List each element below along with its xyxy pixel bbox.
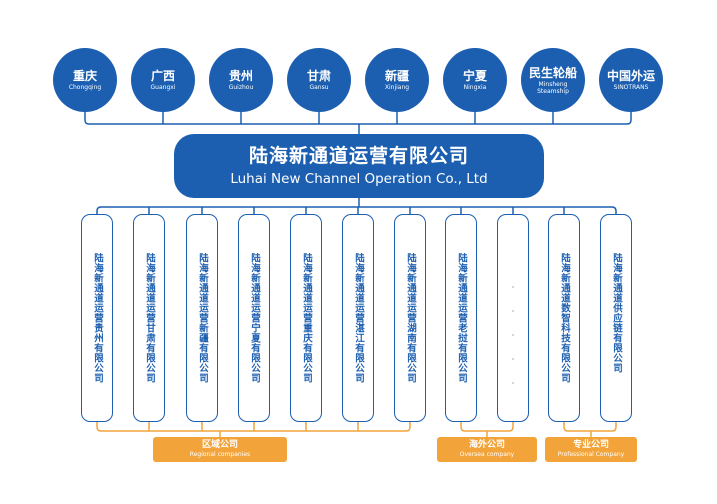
- ellipsis-dots: · · · · ·: [508, 283, 518, 391]
- subsidiary-name: 陆海新通道运营湛江有限公司: [353, 253, 364, 383]
- shareholder-name-zh: 贵州: [228, 69, 253, 83]
- subsidiary-supply-chain: 陆海新通道供应链有限公司: [600, 214, 632, 422]
- subsidiary-name: 陆海新通道数智科技有限公司: [559, 253, 570, 383]
- subsidiary-laos: 陆海新通道运营老挝有限公司: [445, 214, 477, 422]
- shareholder-name-zh: 甘肃: [306, 69, 331, 83]
- subsidiary-top-bracket: [96, 206, 617, 214]
- shareholder-name-en: Chongqing: [68, 84, 102, 91]
- shareholder-chongqing: 重庆 Chongqing: [53, 48, 117, 112]
- subsidiary-chongqing: 陆海新通道运营重庆有限公司: [290, 214, 322, 422]
- shareholder-xinjiang: 新疆 Xinjiang: [365, 48, 429, 112]
- subsidiary-hunan: 陆海新通道运营湖南有限公司: [394, 214, 426, 422]
- shareholder-minsheng-steamship: 民生轮船 Minsheng Steamship: [521, 48, 585, 112]
- shareholder-ningxia: 宁夏 Ningxia: [443, 48, 507, 112]
- company-name-zh: 陆海新通道运营有限公司: [248, 145, 469, 167]
- shareholder-gansu: 甘肃 Gansu: [287, 48, 351, 112]
- shareholder-name-zh: 重庆: [72, 69, 97, 83]
- category-tag-oversea: 海外公司 Oversea company: [437, 437, 537, 462]
- shareholder-name-zh: 新疆: [384, 69, 409, 83]
- shareholder-name-en: SINOTRANS: [613, 84, 649, 91]
- shareholder-name-zh: 中国外运: [606, 69, 655, 83]
- shareholder-bracket: [84, 112, 632, 125]
- subsidiary-name: 陆海新通道运营新疆有限公司: [197, 253, 208, 383]
- subsidiary-name: 陆海新通道运营老挝有限公司: [456, 253, 467, 383]
- category-label-zh: 海外公司: [468, 440, 505, 450]
- category-label-en: Oversea company: [459, 451, 515, 458]
- subsidiary-more-placeholder: · · · · ·: [497, 214, 529, 422]
- shareholder-name-zh: 民生轮船: [528, 65, 577, 80]
- shareholder-name-en: Gansu: [309, 84, 329, 91]
- shareholder-name-en: Ningxia: [463, 84, 487, 91]
- subsidiary-guizhou: 陆海新通道运营贵州有限公司: [81, 214, 113, 422]
- subsidiary-gansu: 陆海新通道运营甘肃有限公司: [133, 214, 165, 422]
- subsidiary-zhanjiang: 陆海新通道运营湛江有限公司: [342, 214, 374, 422]
- subsidiary-name: 陆海新通道运营湖南有限公司: [405, 253, 416, 383]
- company-name-en: Luhai New Channel Operation Co., Ltd: [230, 171, 488, 187]
- shareholder-guangxi: 广西 Guangxi: [131, 48, 195, 112]
- shareholder-sinotrans: 中国外运 SINOTRANS: [599, 48, 663, 112]
- parent-company: 陆海新通道运营有限公司 Luhai New Channel Operation …: [174, 134, 544, 198]
- category-tag-professional: 专业公司 Professional Company: [545, 437, 637, 462]
- oversea-bracket: [460, 422, 514, 432]
- shareholder-name-zh: 广西: [150, 69, 175, 83]
- category-label-zh: 区域公司: [201, 440, 238, 450]
- subsidiary-name: 陆海新通道运营甘肃有限公司: [144, 253, 155, 383]
- shareholder-name-en: Minsheng Steamship: [537, 80, 569, 95]
- shareholder-name-zh: 宁夏: [462, 69, 487, 83]
- category-label-zh: 专业公司: [572, 440, 609, 450]
- category-label-en: Professional Company: [557, 451, 625, 458]
- subsidiary-name: 陆海新通道运营重庆有限公司: [301, 253, 312, 383]
- category-label-en: Regional companies: [189, 451, 251, 458]
- subsidiary-digital-tech: 陆海新通道数智科技有限公司: [548, 214, 580, 422]
- subsidiary-ningxia: 陆海新通道运营宁夏有限公司: [238, 214, 270, 422]
- subsidiary-name: 陆海新通道运营贵州有限公司: [92, 253, 103, 383]
- shareholder-name-en: Guangxi: [150, 84, 176, 91]
- shareholder-guizhou: 贵州 Guizhou: [209, 48, 273, 112]
- professional-bracket: [563, 422, 617, 432]
- shareholder-name-en: Guizhou: [228, 84, 254, 91]
- subsidiary-xinjiang: 陆海新通道运营新疆有限公司: [186, 214, 218, 422]
- shareholder-name-en: Xinjiang: [384, 84, 410, 91]
- category-tag-regional: 区域公司 Regional companies: [153, 437, 287, 462]
- subsidiary-name: 陆海新通道供应链有限公司: [611, 253, 622, 373]
- subsidiary-name: 陆海新通道运营宁夏有限公司: [249, 253, 260, 383]
